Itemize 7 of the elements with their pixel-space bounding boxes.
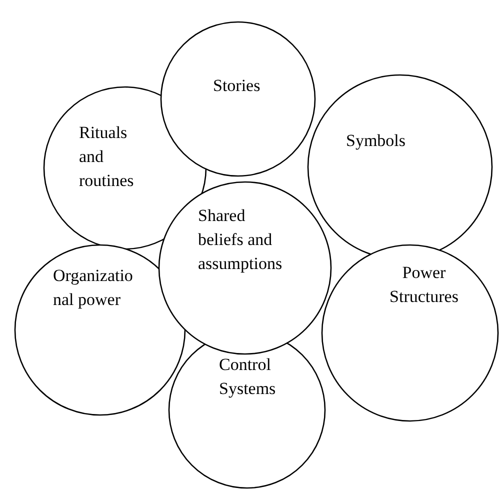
circle-label: Shared beliefs and assumptions	[198, 205, 284, 275]
circle-label: Stories	[213, 75, 262, 97]
circle-label: Organizatio nal power	[53, 265, 134, 311]
circle-label: Power Structures	[388, 262, 460, 308]
circle-label: Symbols	[346, 130, 407, 152]
circle-label: Control Systems	[219, 354, 277, 400]
circle-label: Rituals and routines	[79, 122, 135, 192]
